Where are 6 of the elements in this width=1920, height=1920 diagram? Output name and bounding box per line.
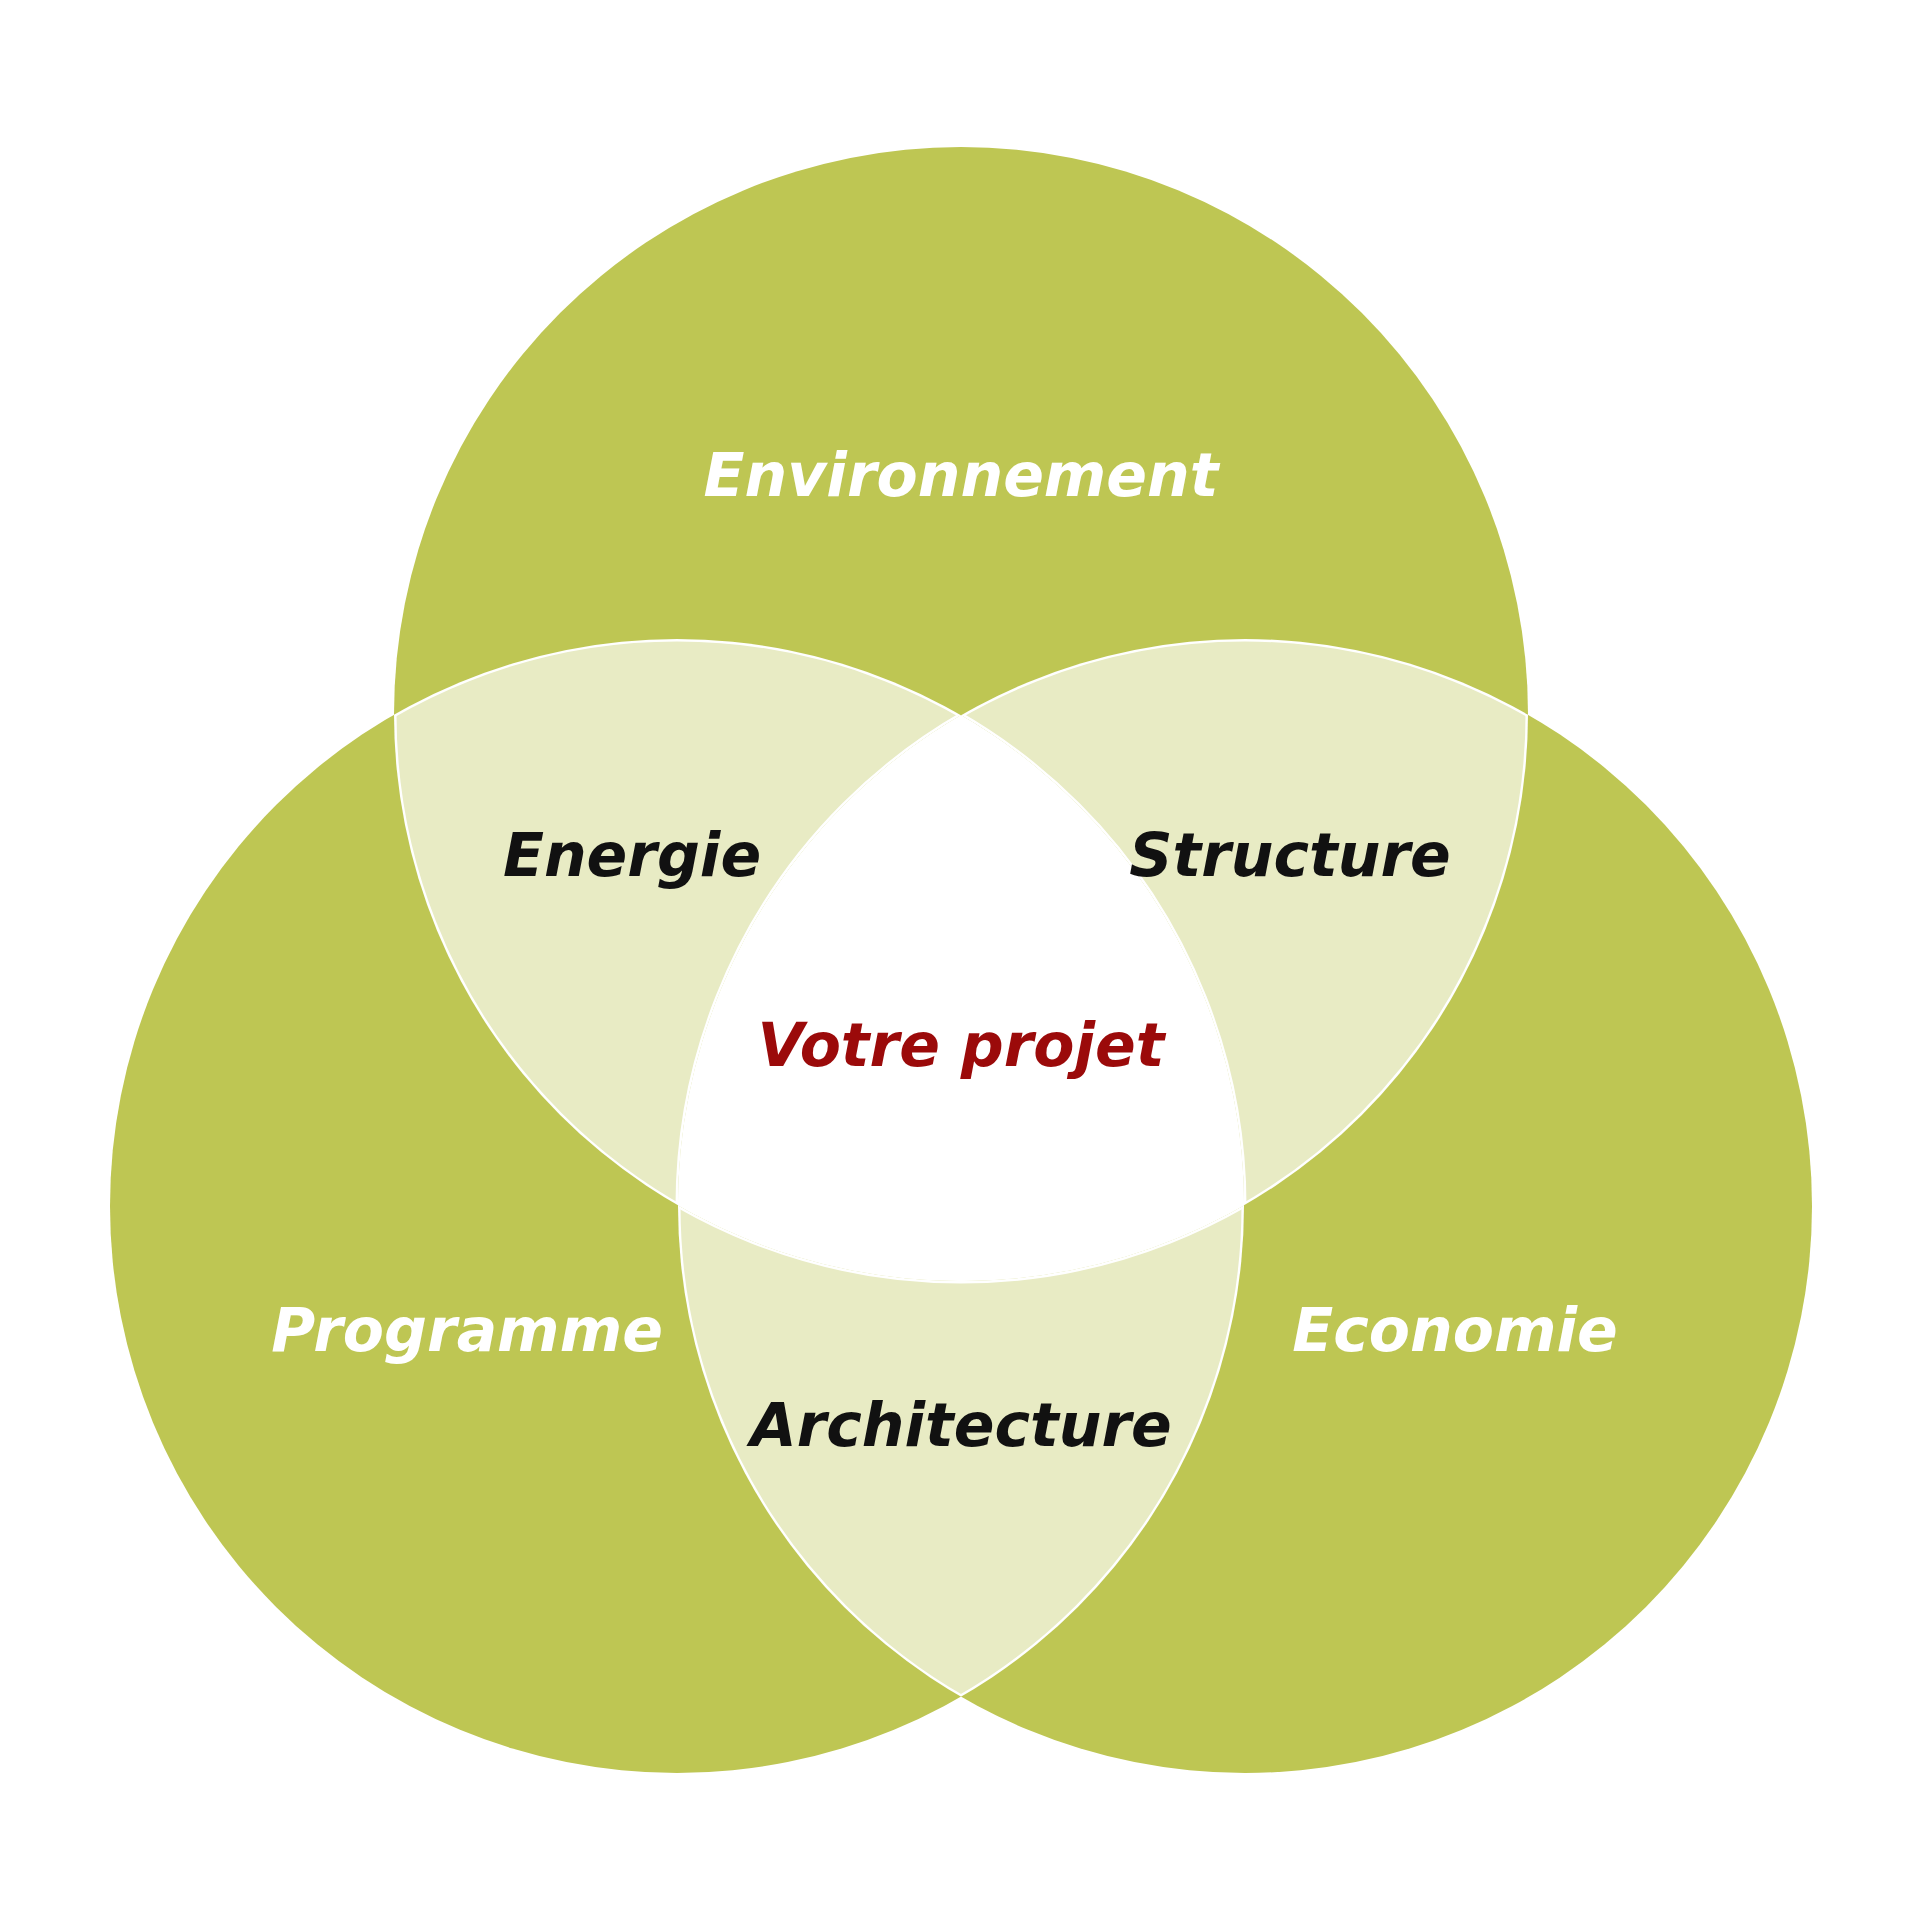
circle-label: Programme (271, 1297, 663, 1363)
circle-label: Economie (1292, 1297, 1618, 1363)
region-label: Energie (502, 822, 762, 888)
region-label: Structure (1129, 822, 1451, 888)
region-label: Votre projet (757, 1012, 1165, 1078)
circle-label: Environnement (703, 442, 1219, 508)
